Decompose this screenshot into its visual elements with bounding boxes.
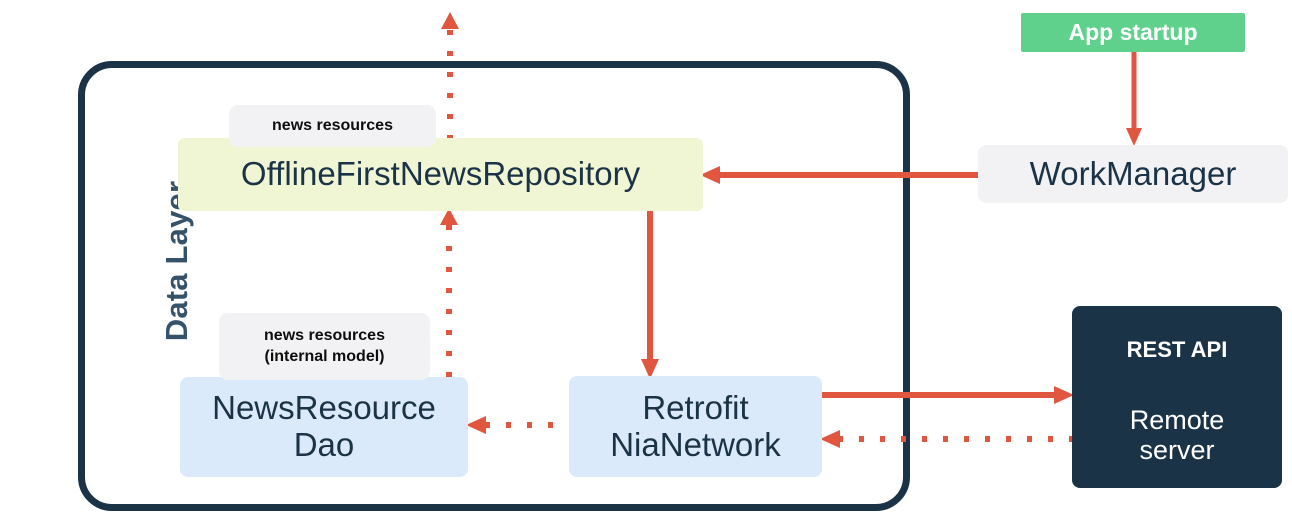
edge-workmanager-to-repo (700, 166, 980, 184)
edge-dao-to-repo (440, 208, 458, 380)
node-remote-server[interactable]: REST API Remote server (1072, 306, 1282, 488)
edge-retrofit-to-dao (466, 416, 574, 434)
badge-line-2: (internal model) (264, 347, 385, 365)
node-label-line-1: Retrofit (642, 388, 749, 426)
badge-news-resources-internal-model: news resources (internal model) (219, 313, 430, 380)
node-label-line-2: server (1139, 434, 1215, 465)
node-news-resource-dao[interactable]: NewsResource Dao (180, 377, 468, 477)
node-label: App startup (1068, 18, 1198, 45)
node-app-startup[interactable]: App startup (1021, 13, 1245, 52)
badge-line-1: news resources (272, 116, 393, 134)
edge-server-to-retrofit (820, 430, 1074, 448)
node-label-line-1: Remote (1129, 404, 1225, 435)
node-label-rest-api: REST API (1126, 337, 1228, 362)
data-layer-container: Data Layer (78, 61, 910, 511)
node-label: WorkManager (1029, 154, 1237, 192)
badge-news-resources: news resources (229, 105, 436, 147)
node-retrofit-nia-network[interactable]: Retrofit NiaNetwork (569, 376, 822, 477)
node-label-line-2: Dao (293, 426, 355, 463)
node-offline-first-news-repository[interactable]: OfflineFirstNewsRepository (178, 138, 703, 211)
edge-repo-to-retrofit (641, 211, 659, 379)
node-work-manager[interactable]: WorkManager (978, 145, 1288, 203)
node-label-line-1: NewsResource (212, 389, 436, 427)
edge-retrofit-to-server (820, 386, 1074, 404)
node-label-line-2: NiaNetwork (610, 425, 781, 463)
edge-appstartup-to-workmanager (1125, 52, 1143, 146)
edge-repo-out-up (441, 12, 459, 142)
badge-line-1: news resources (264, 326, 385, 344)
node-label: OfflineFirstNewsRepository (240, 155, 641, 193)
